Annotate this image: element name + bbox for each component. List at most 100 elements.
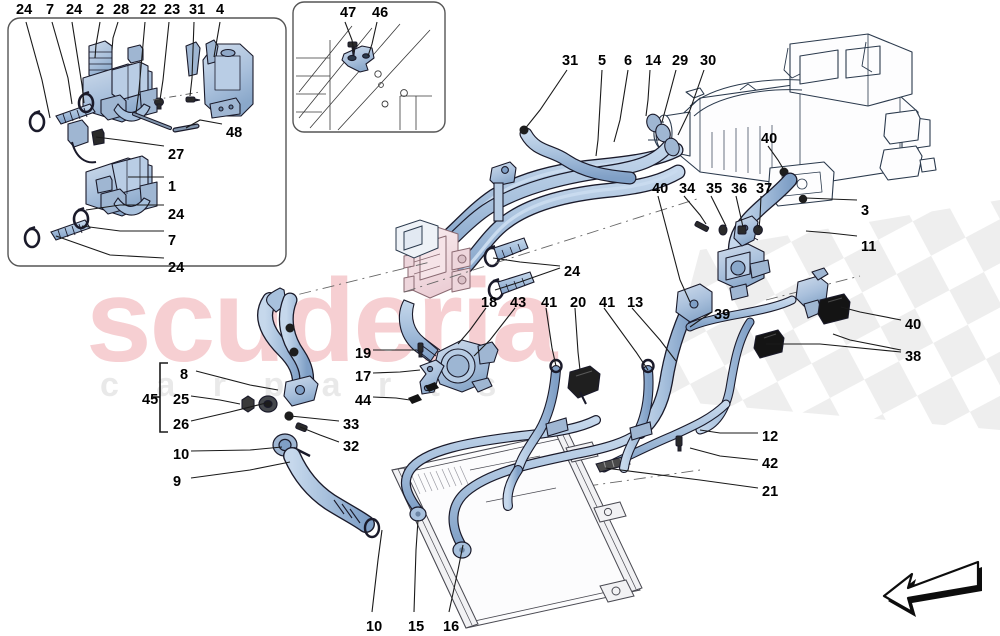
leader-29 — [661, 69, 677, 123]
part-27-connector — [67, 119, 105, 164]
leader-24-f — [494, 267, 561, 291]
leader-14 — [645, 69, 651, 117]
part-7-hose-lower — [50, 219, 91, 241]
part-25-nut — [241, 395, 255, 413]
callout-5: 5 — [598, 53, 607, 69]
bolt-left-b — [289, 347, 299, 357]
callout-24: 24 — [66, 2, 83, 18]
leader-21 — [604, 467, 759, 489]
leader-24-a — [25, 21, 51, 119]
bracket-detail-box — [292, 1, 446, 133]
leader-43 — [473, 307, 516, 357]
callout-33: 33 — [343, 417, 360, 433]
leader-39 — [689, 311, 713, 328]
callout-36: 36 — [731, 181, 748, 197]
valve-detail-box — [7, 17, 287, 267]
leader-9 — [190, 461, 291, 479]
part-6-hose — [440, 164, 686, 290]
part-7-hose-upper — [55, 103, 96, 125]
callout-41: 41 — [541, 295, 558, 311]
leader-48 — [185, 119, 223, 129]
part-34-bolt — [694, 220, 710, 232]
leader-26 — [190, 402, 267, 422]
leader-7-b — [81, 225, 164, 232]
part-20-component — [567, 365, 601, 405]
callout-7: 7 — [46, 2, 55, 18]
part-4-bracket — [185, 39, 254, 119]
direction-arrow — [882, 560, 982, 617]
part-39-pipe — [685, 295, 797, 332]
part-26-washer — [258, 395, 278, 413]
part-22-rod — [132, 112, 172, 130]
leader-8 — [195, 370, 279, 391]
callout-15: 15 — [408, 619, 425, 635]
leader-15 — [413, 519, 419, 613]
leader-2 — [94, 21, 101, 59]
leader-46 — [367, 21, 378, 57]
part-41-pipe-b — [619, 358, 655, 473]
callout-16: 16 — [443, 619, 460, 635]
part-31-screw — [185, 96, 201, 103]
callout-26: 26 — [173, 417, 190, 433]
callout-46: 46 — [372, 5, 389, 21]
leader-25 — [190, 395, 241, 405]
callout-35: 35 — [706, 181, 723, 197]
callout-8: 8 — [180, 367, 189, 383]
callout-12: 12 — [762, 429, 779, 445]
callout-23: 23 — [164, 2, 181, 18]
callout-27: 27 — [168, 147, 185, 163]
callout-47: 47 — [340, 5, 357, 21]
leader-24-d — [55, 235, 165, 259]
assembly-axis-line — [152, 91, 201, 101]
callout-9: 9 — [173, 474, 182, 490]
part-12-pipe — [695, 317, 755, 435]
part-1-valve-assembly — [85, 155, 158, 217]
leader-47 — [344, 21, 355, 53]
part-33-bolt — [284, 411, 294, 421]
callout-6: 6 — [624, 53, 633, 69]
leader-38-b — [766, 343, 902, 353]
leader-37 — [758, 195, 762, 229]
leader-18 — [457, 307, 487, 345]
part-42-bolt — [675, 435, 683, 452]
leader-28 — [111, 21, 119, 51]
callout-37: 37 — [756, 181, 773, 197]
callout-44: 44 — [355, 393, 372, 409]
leader-36 — [735, 195, 744, 228]
leader-40-a — [767, 145, 785, 171]
part-19-screw — [417, 342, 424, 358]
leader-23 — [159, 21, 170, 101]
leader-13 — [631, 307, 677, 362]
bolt-left-a — [285, 323, 295, 333]
part-44-clips — [408, 382, 439, 404]
leader-24-e — [492, 257, 561, 267]
leader-16 — [448, 544, 464, 613]
leader-3 — [805, 197, 858, 201]
leader-20 — [574, 307, 581, 371]
callout-31: 31 — [189, 2, 206, 18]
leader-27 — [95, 136, 165, 147]
part-41-pipe-a — [513, 358, 569, 475]
callout-18: 18 — [481, 295, 498, 311]
leader-6 — [613, 69, 629, 143]
part-35-washer — [718, 224, 728, 236]
callout-31: 31 — [562, 53, 579, 69]
leader-31-a — [189, 21, 195, 97]
callout-22: 22 — [140, 2, 157, 18]
leader-34 — [683, 195, 707, 225]
assembly-axis-left — [275, 261, 431, 301]
callout-10: 10 — [173, 447, 190, 463]
part-24-clamp-a — [28, 109, 46, 133]
callout-43: 43 — [510, 295, 527, 311]
leader-42 — [689, 447, 759, 461]
callout-34: 34 — [679, 181, 696, 197]
leader-40-c — [840, 306, 902, 321]
part-8-joint — [283, 375, 319, 407]
leader-22 — [135, 21, 146, 114]
callout-24: 24 — [168, 207, 185, 223]
part-31-clip — [489, 161, 517, 222]
center-valve-upper-body — [395, 219, 439, 259]
leader-32 — [299, 426, 340, 443]
callout-1: 1 — [168, 179, 177, 195]
